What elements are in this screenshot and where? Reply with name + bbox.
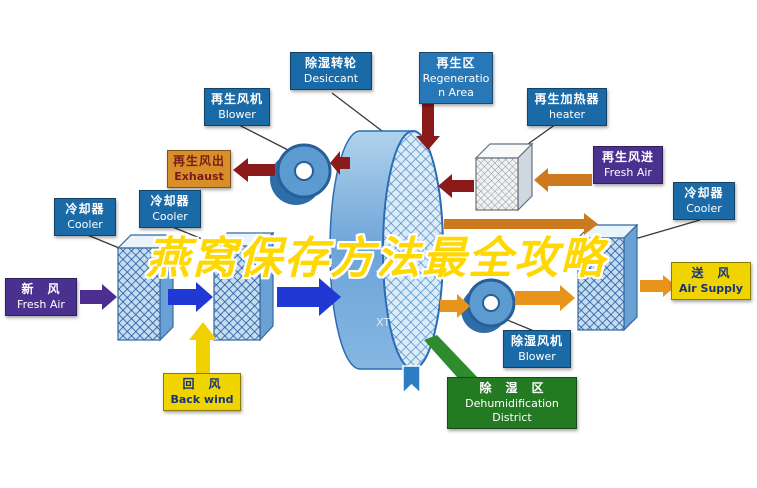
label-air-supply-en: Air Supply <box>679 281 743 295</box>
label-exhaust-zh: 再生风出 <box>172 154 225 168</box>
dehumid-district-pointer <box>424 335 480 386</box>
connector-cooler-mid-label <box>169 225 223 248</box>
arrow-regen-fan-to-exhaust <box>233 158 275 182</box>
arrow-wheel-to-regen-fan <box>330 151 350 175</box>
cooler-left-front-face <box>117 247 161 341</box>
regen-fan-hub <box>294 161 314 181</box>
label-back-wind-en: Back wind <box>170 392 234 406</box>
cooler-right-side-face <box>623 223 638 332</box>
label-back-wind-zh: 回 风 <box>182 377 222 391</box>
process-air-arrows <box>168 278 341 316</box>
label-desiccant-wheel: 除湿转轮 Desiccant <box>290 52 372 90</box>
dehumid-fan-hub <box>482 294 500 312</box>
label-cooler-mid: 冷却器 Cooler <box>139 190 201 228</box>
label-fresh-air-zh: 新 风 <box>21 282 61 296</box>
arrow-cooler1-to-cooler2 <box>168 282 213 312</box>
arrow-regen-area-down <box>416 100 440 150</box>
arrow-heater-to-wheel <box>438 174 474 198</box>
label-regen-heater-en: heater <box>548 107 586 121</box>
label-regen-area: 再生区 Regeneration Area <box>419 52 493 105</box>
label-regen-fresh-air-en: Fresh Air <box>604 165 652 179</box>
arrow-cooler-to-air-supply <box>640 275 676 297</box>
label-exhaust-en: Exhaust <box>174 169 224 183</box>
label-dehumid-district: 除 湿 区 Dehumidification District <box>447 377 577 430</box>
label-connector-lines <box>84 92 701 332</box>
label-regen-area-en: Regeneration Area <box>422 71 490 99</box>
regen-blower-fan-icon <box>270 143 332 205</box>
cooler-block-left <box>116 233 175 342</box>
label-dehumid-district-zh: 除 湿 区 <box>479 381 545 395</box>
cooler-mid-front-face <box>213 245 261 341</box>
label-desiccant-wheel-zh: 除湿转轮 <box>304 56 357 70</box>
label-dehumid-blower-en: Blower <box>518 349 556 363</box>
arrow-cooler2-to-wheel <box>277 278 341 316</box>
cooler-block-mid <box>212 231 275 342</box>
arrow-fresh-air-in <box>80 284 117 310</box>
orange-air-arrows <box>440 168 676 318</box>
label-regen-blower-en: Blower <box>218 107 256 121</box>
label-regen-blower: 再生风机 Blower <box>204 88 270 126</box>
arrow-dehumid-fan-to-cooler <box>515 285 575 311</box>
desiccant-wheel: XT <box>329 130 444 395</box>
arrow-back-wind-up <box>189 322 217 376</box>
label-fresh-air-en: Fresh Air <box>17 297 65 311</box>
label-cooler-right-en: Cooler <box>686 201 722 215</box>
label-cooler-mid-zh: 冷却器 <box>150 194 190 208</box>
label-regen-blower-zh: 再生风机 <box>210 92 263 106</box>
heater-front-face <box>475 157 519 211</box>
label-cooler-right-zh: 冷却器 <box>684 186 724 200</box>
label-cooler-left-zh: 冷却器 <box>65 202 105 216</box>
label-dehumid-blower-zh: 除湿风机 <box>510 334 563 348</box>
label-air-supply: 送 风 Air Supply <box>671 262 751 300</box>
arrow-wheel-to-dehumid-fan <box>440 294 470 318</box>
label-regen-fresh-air-zh: 再生风进 <box>601 150 654 164</box>
wheel-ribbon-icon <box>402 365 421 395</box>
label-regen-area-zh: 再生区 <box>436 56 476 70</box>
cooler-block-right <box>576 223 639 332</box>
label-air-supply-zh: 送 风 <box>691 266 731 280</box>
regen-air-arrows <box>233 100 474 198</box>
label-regen-heater-zh: 再生加热器 <box>534 92 600 106</box>
arrow-regen-fresh-air-to-heater <box>534 168 592 192</box>
connector-desiccant-label <box>331 92 387 135</box>
label-regen-heater: 再生加热器 heater <box>527 88 607 126</box>
label-exhaust: 再生风出 Exhaust <box>167 150 231 188</box>
dehumid-blower-fan-icon <box>461 278 516 333</box>
label-cooler-right: 冷却器 Cooler <box>673 182 735 220</box>
label-dehumid-blower: 除湿风机 Blower <box>503 330 571 368</box>
connector-regen-blower-label <box>236 123 293 153</box>
wheel-mark-text: XT <box>376 316 390 329</box>
arrow-wheel-to-right-cooler <box>444 213 598 235</box>
label-back-wind: 回 风 Back wind <box>163 373 241 411</box>
cooler-right-front-face <box>577 237 625 331</box>
watermark-text: 燕窝保存方法最全攻略 <box>146 233 606 284</box>
label-cooler-left: 冷却器 Cooler <box>54 198 116 236</box>
label-regen-fresh-air: 再生风进 Fresh Air <box>593 146 663 184</box>
label-cooler-mid-en: Cooler <box>152 209 188 223</box>
connector-cooler-right-label <box>627 219 701 242</box>
label-desiccant-wheel-en: Desiccant <box>303 71 359 85</box>
label-fresh-air: 新 风 Fresh Air <box>5 278 77 316</box>
connector-cooler-left-label <box>84 233 125 251</box>
label-cooler-left-en: Cooler <box>67 217 103 231</box>
heater-block <box>474 142 534 212</box>
label-dehumid-district-en: Dehumidification District <box>465 396 559 424</box>
